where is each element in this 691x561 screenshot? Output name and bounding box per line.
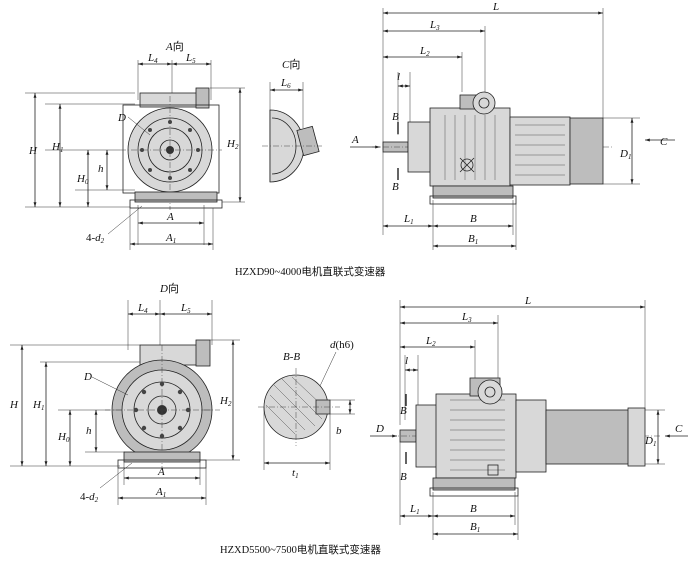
top-front-label-H1: H1 [51,141,63,154]
top-side-label-A: A [351,134,359,146]
top-c-label-L6: L6 [280,77,291,90]
bottom-front-label-H1: H1 [32,399,44,412]
top-side-label-D1: D1 [619,148,631,161]
top-front-label-H2: H2 [226,138,239,151]
top-side-label-L3: L3 [429,19,440,32]
bottom-front-label-H0: H0 [57,431,70,444]
bottom-bb-label-d: d(h6) [330,339,354,351]
bottom-side-label-B1: B1 [470,521,480,534]
bottom-side-label-L2: L2 [425,335,436,348]
bottom-front-label-D: D [83,371,92,383]
bottom-front-label-4-d2: 4-d2 [80,491,99,504]
top-side-label-C: C [660,136,668,148]
top-side-label-B-bottom: B [392,181,399,193]
bottom-side-label-L: L [524,295,531,307]
bottom-side-label-C: C [675,423,683,435]
top-front-label-H0: H0 [76,173,89,186]
bottom-front-label-L4: L4 [137,302,148,315]
top-side-label-l: l [397,71,400,83]
bottom-front-view-title: D向 [159,281,179,295]
bottom-side-label-B-top: B [400,405,407,417]
bottom-front-label-H2: H2 [219,395,232,408]
bottom-side-label-L1: L1 [409,503,420,516]
bottom-section-bb: B-B d(h6) b t1 [258,339,355,480]
bottom-bb-label-t1: t1 [292,467,299,480]
top-front-label-D: D [117,112,126,124]
bottom-front-view: D向 L4 L5 D H H1 H0 h H2 A A1 4-d2 [9,281,240,505]
top-side-label-L: L [492,1,499,13]
top-side-label-B: B [470,213,477,225]
bottom-side-label-B-bottom: B [400,471,407,483]
top-front-view: A向 L4 L5 D H H1 H0 h H2 A A1 4-d2 [25,39,245,250]
bottom-front-label-A: A [157,466,165,478]
bottom-bb-title: B-B [283,351,300,363]
bottom-side-view: L L3 L2 l B B D C D1 L1 B B1 [370,295,688,540]
bottom-side-label-L3: L3 [461,311,472,324]
top-front-label-A1: A1 [165,232,176,245]
bottom-side-label-D: D [375,423,384,435]
top-side-label-L1: L1 [403,213,414,226]
top-front-label-L5: L5 [185,52,196,65]
top-c-view-title: C向 [282,57,300,71]
bottom-bb-label-b: b [336,425,342,437]
top-c-view: C向 L6 [262,57,322,183]
top-front-label-4-d2: 4-d2 [86,232,105,245]
bottom-side-label-B: B [470,503,477,515]
top-side-label-B1: B1 [468,233,478,246]
bottom-side-label-D1: D1 [644,435,656,448]
top-front-view-title: A向 [165,39,184,53]
bottom-front-label-A1: A1 [155,486,166,499]
bottom-side-label-l: l [405,355,408,367]
top-side-label-B-top: B [392,111,399,123]
top-front-label-A: A [166,211,174,223]
bottom-caption: HZXD5500~7500电机直联式变速器 [220,543,381,556]
top-side-label-L2: L2 [419,45,430,58]
top-front-label-h: h [98,163,104,175]
top-front-label-L4: L4 [147,52,158,65]
top-side-view: L L3 L2 l B B A C D1 L1 B B1 [350,1,675,250]
bottom-front-label-L5: L5 [180,302,191,315]
bottom-front-label-h: h [86,425,92,437]
top-front-label-H: H [28,145,38,157]
bottom-front-label-H: H [9,399,19,411]
top-caption: HZXD90~4000电机直联式变速器 [235,265,386,278]
